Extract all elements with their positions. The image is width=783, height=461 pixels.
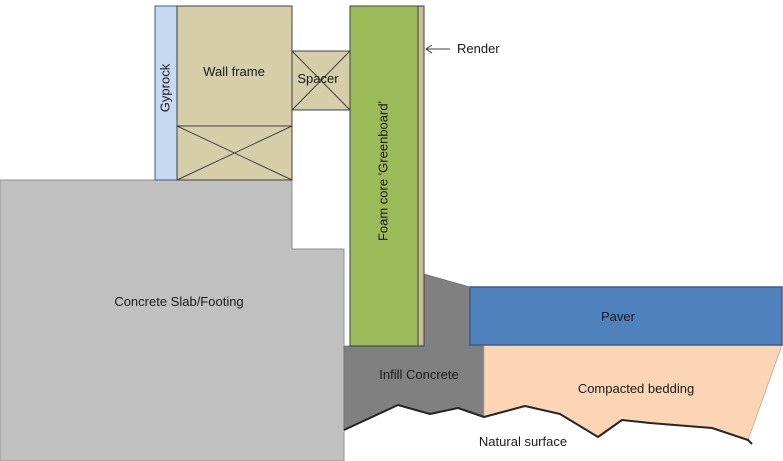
wall-frame-bottom-plate-cross [176, 125, 293, 181]
paver-label: Paver [601, 309, 636, 324]
concrete-slab-shape [0, 179, 345, 461]
spacer-cross [291, 50, 351, 111]
wall-frame-shape [176, 5, 293, 181]
infill-concrete-label: Infill Concrete [379, 367, 458, 382]
compacted-bedding-label: Compacted bedding [578, 381, 694, 396]
render-arrow-head [425, 44, 433, 54]
natural-surface-label: Natural surface [479, 434, 567, 449]
wall-frame-label: Wall frame [203, 64, 265, 79]
render-label: Render [457, 41, 500, 56]
spacer-label: Spacer [297, 71, 339, 86]
foam-core-shape [349, 5, 419, 347]
natural-surface-line [343, 404, 753, 445]
gyprock-label: Gyprock [157, 63, 172, 112]
foam-core-label: Foam core 'Greenboard' [375, 101, 390, 241]
paver-shape [469, 286, 783, 346]
render-shape [417, 5, 425, 347]
concrete-slab-label: Concrete Slab/Footing [114, 294, 243, 309]
